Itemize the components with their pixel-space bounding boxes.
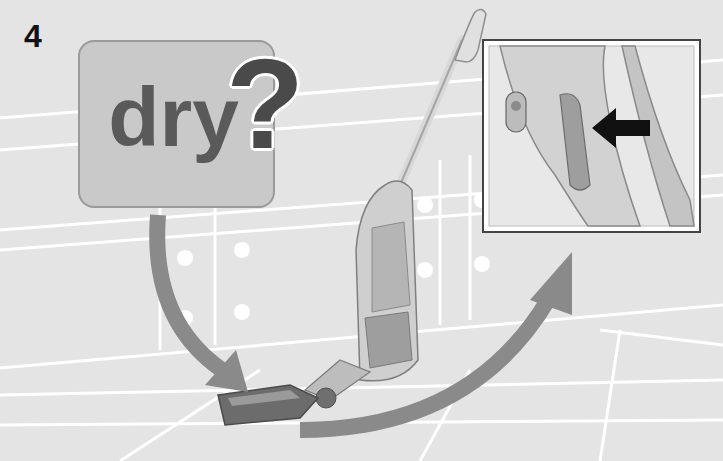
mode-word: dry [108,75,245,173]
step-number: 4 [24,20,42,52]
question-mark: ? [226,40,304,168]
